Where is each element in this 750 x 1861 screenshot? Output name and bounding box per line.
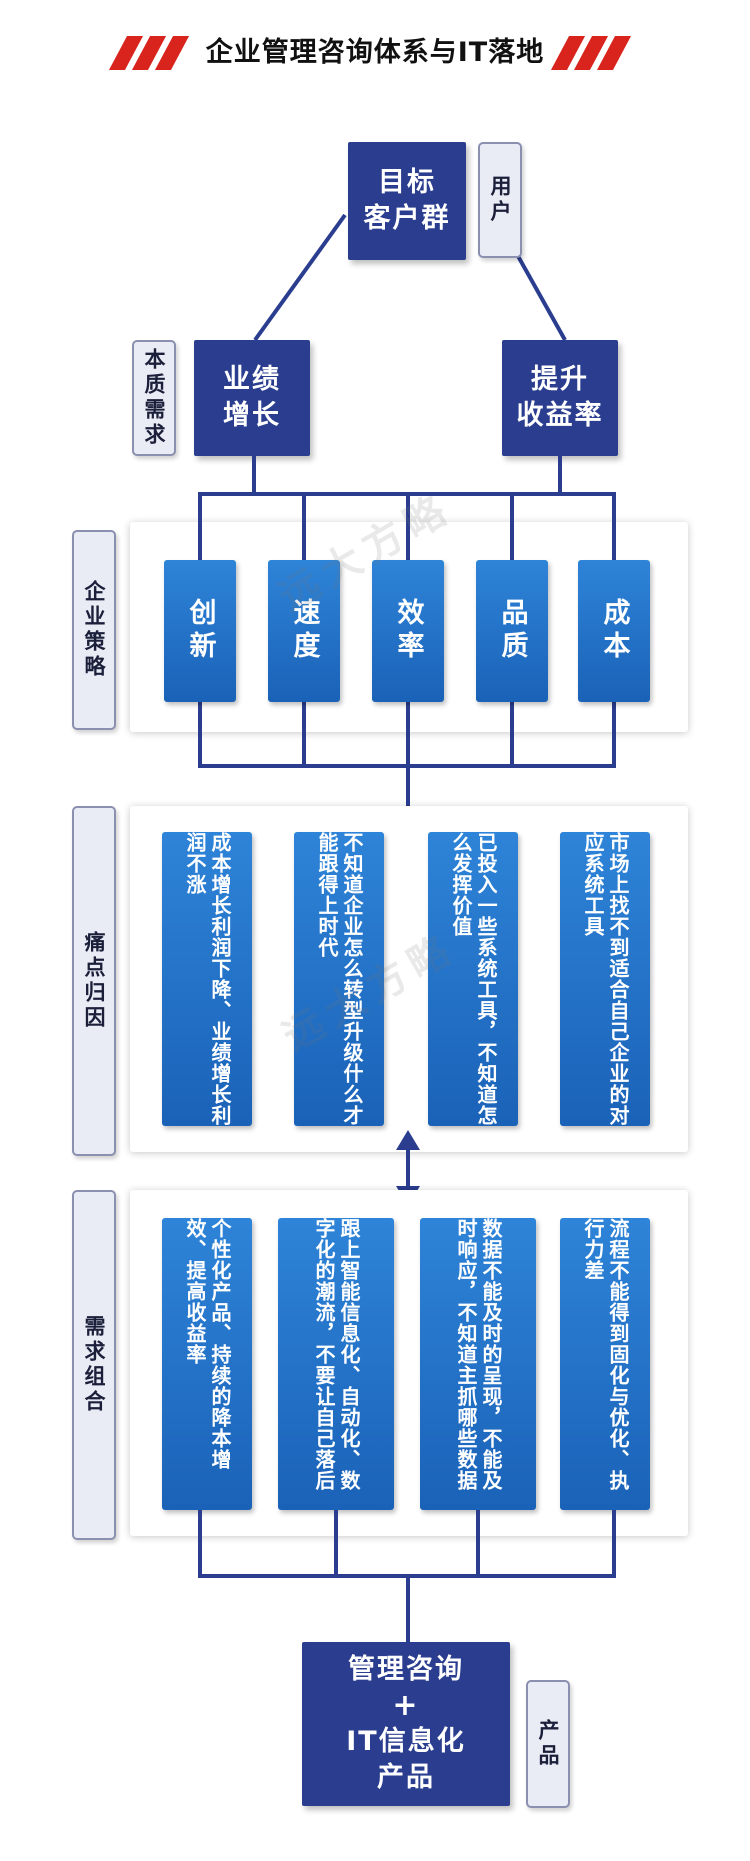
strategy-card-quality: 品质 <box>476 560 548 702</box>
demand-card-4: 流程不能得到固化与优化、执行力差 <box>560 1218 650 1510</box>
strategy-card-innovation: 创新 <box>164 560 236 702</box>
demand-card-3: 数据不能及时的呈现，不能及时响应，不知道主抓哪些数据 <box>420 1218 536 1510</box>
demand-label: 需求组合 <box>72 1190 116 1540</box>
pain-card-1: 成本增长利润下降、业绩增长利润不涨 <box>162 832 252 1126</box>
connector <box>558 456 562 494</box>
essence-label: 本质需求 <box>132 340 176 456</box>
pain-card-3: 已投入一些系统工具，不知道怎么发挥价值 <box>428 832 518 1126</box>
user-label: 用户 <box>478 142 522 258</box>
product-box: 管理咨询 + IT信息化 产品 <box>302 1642 510 1806</box>
connector <box>252 456 256 494</box>
top-connectors <box>253 213 567 342</box>
page-title: 企业管理咨询体系与IT落地 <box>205 37 545 68</box>
pain-card-2: 不知道企业怎么转型升级什么才能跟得上时代 <box>294 832 384 1126</box>
strategy-card-cost: 成本 <box>578 560 650 702</box>
connector <box>334 1510 338 1576</box>
pain-label: 痛点归因 <box>72 806 116 1156</box>
demand-card-2: 跟上智能信息化、自动化、数字化的潮流，不要让自己落后 <box>278 1218 394 1510</box>
target-customer-box: 目标 客户群 <box>348 142 466 260</box>
strategy-label: 企业策略 <box>72 530 116 730</box>
connector <box>406 764 410 806</box>
connector <box>612 1510 616 1576</box>
connector <box>198 1510 202 1576</box>
strategy-card-speed: 速度 <box>268 560 340 702</box>
connector <box>476 1510 480 1576</box>
connector <box>406 1574 410 1644</box>
growth-box: 业绩 增长 <box>194 340 310 456</box>
strategy-card-efficiency: 效率 <box>372 560 444 702</box>
profit-box: 提升 收益率 <box>502 340 618 456</box>
product-label: 产品 <box>526 1680 570 1808</box>
pain-card-4: 市场上找不到适合自己企业的对应系统工具 <box>560 832 650 1126</box>
demand-card-1: 个性化产品、持续的降本增效、提高收益率 <box>162 1218 252 1510</box>
